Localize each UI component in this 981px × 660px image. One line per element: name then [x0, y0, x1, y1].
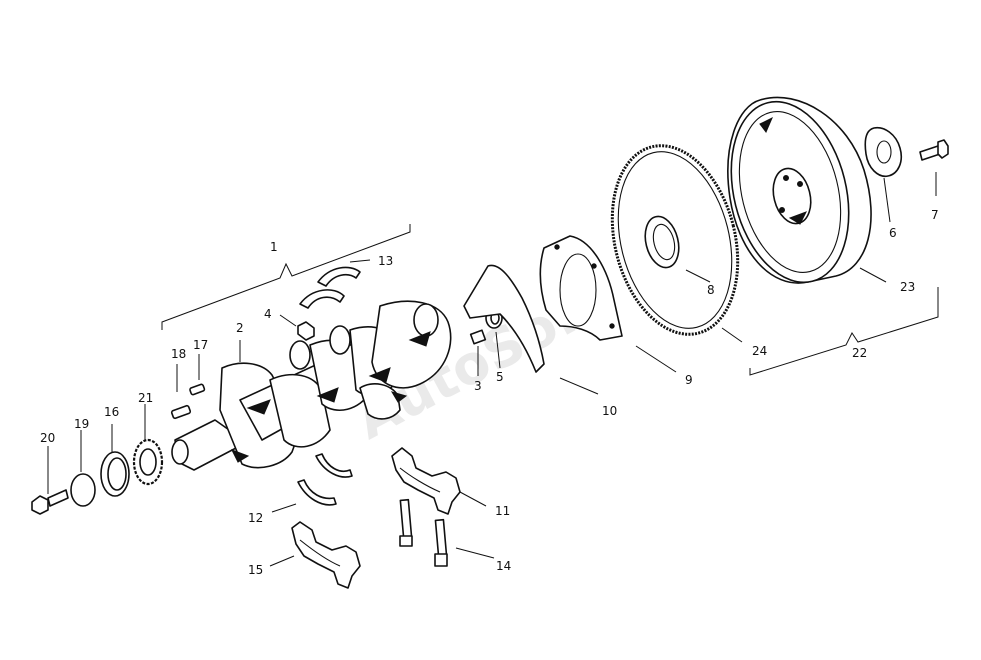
callout-24: 24: [752, 344, 767, 358]
bolt-14b: [434, 518, 448, 567]
callout-14: 14: [496, 559, 511, 573]
thrust-washer-12b: [297, 479, 337, 506]
callout-8: 8: [707, 283, 715, 297]
callout-11: 11: [495, 504, 510, 518]
callout-15: 15: [248, 563, 263, 577]
plug-3: [469, 329, 487, 345]
callout-2: 2: [236, 321, 244, 335]
thrust-washer-13a: [317, 266, 361, 287]
seal-16: [100, 451, 130, 497]
callout-18: 18: [171, 347, 186, 361]
bolt-7: [919, 139, 949, 161]
callout-7: 7: [931, 208, 939, 222]
plate-6: [864, 126, 903, 178]
thrust-washer-13b: [299, 289, 345, 309]
callout-4: 4: [264, 307, 272, 321]
flywheel-23: [727, 96, 872, 284]
washer-19: [70, 473, 96, 507]
main-bearing-cap-15: [291, 521, 361, 589]
callout-10: 10: [602, 404, 617, 418]
callout-3: 3: [474, 379, 482, 393]
leader-lines: [47, 172, 937, 567]
nut-4: [297, 321, 315, 341]
gasket-10: [463, 264, 545, 373]
callout-13: 13: [378, 254, 393, 268]
callout-16: 16: [104, 405, 119, 419]
bolt-20: [31, 489, 69, 515]
callout-19: 19: [74, 417, 89, 431]
callout-22: 22: [852, 346, 867, 360]
main-bearing-cap-11: [391, 447, 461, 515]
callout-17: 17: [193, 338, 208, 352]
bolt-14a: [399, 498, 413, 547]
callout-20: 20: [40, 431, 55, 445]
thrust-washer-12a: [315, 453, 353, 478]
timing-gear-21: [132, 438, 164, 486]
pin-18: [170, 404, 192, 420]
callout-21: 21: [138, 391, 153, 405]
rear-seal-housing-9: [539, 235, 623, 341]
seal-8: [644, 215, 680, 269]
callout-9: 9: [685, 373, 693, 387]
callout-5: 5: [496, 370, 504, 384]
bracket-22: [749, 287, 939, 376]
callout-1: 1: [270, 240, 278, 254]
bracket-1: [161, 224, 411, 330]
callout-12: 12: [248, 511, 263, 525]
pin-17: [189, 383, 206, 396]
crankshaft: [171, 300, 452, 471]
callout-6: 6: [889, 226, 897, 240]
callout-23: 23: [900, 280, 915, 294]
callout-labels: 1 2 3 4 5 6 7 8 9 10 11 12 13 14 15 16 1…: [40, 208, 939, 577]
